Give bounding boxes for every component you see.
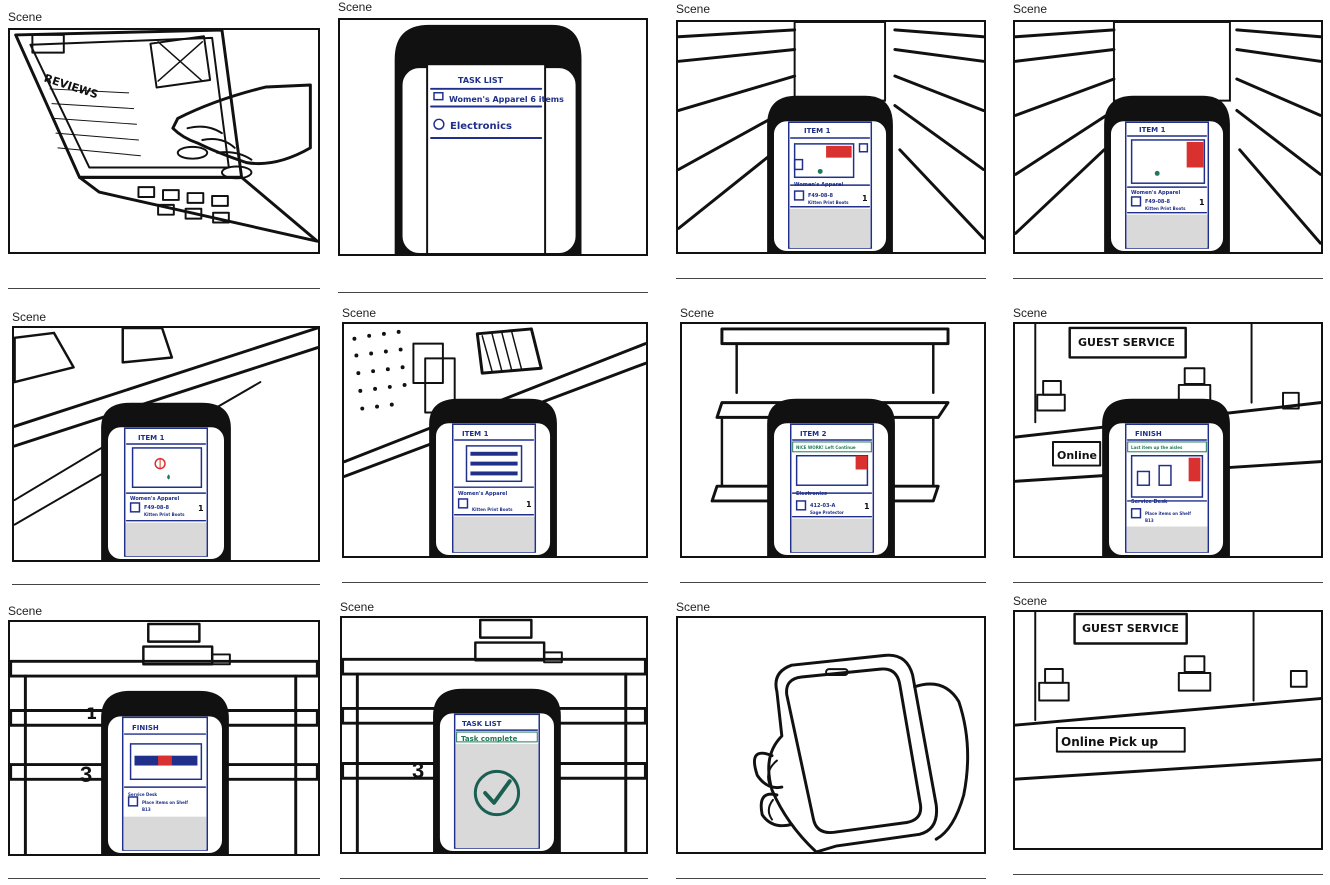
scene-label: Scene [676, 600, 711, 614]
item-title: ITEM 1 [462, 430, 489, 438]
item-description: Kitten Print Boots [808, 200, 849, 205]
finish-shelf: B13 [1145, 518, 1154, 523]
task-item-womens-apparel: Women's Apparel 6 items [449, 95, 564, 104]
caption-line [338, 292, 648, 293]
item-section: Electronics [796, 491, 827, 497]
item-quantity: 1 [1199, 198, 1205, 207]
frame-7-item-2: ITEM 2 NICE WORK! Left Continue Electron… [680, 322, 986, 558]
scene-label: Scene [8, 604, 43, 618]
task-complete-banner: Task complete [461, 735, 518, 743]
task-list-title: TASK LIST [458, 76, 504, 85]
finish-section: Service Desk [128, 792, 158, 797]
item-title: ITEM 2 [800, 430, 827, 438]
scene-label: Scene [338, 0, 373, 14]
frame-5-shelf-locate: ITEM 1 Women's Apparel F49-08-8 Kitten P… [12, 326, 320, 562]
finish-shelf: B13 [142, 807, 151, 812]
item-title: ITEM 1 [804, 127, 831, 135]
item-description: Sage Protector [810, 510, 844, 515]
aisle-number-3: 3 [80, 762, 93, 787]
finish-title: FINISH [1135, 430, 1162, 438]
frame-10-task-complete: 3 TASK LIST Task complete [340, 616, 648, 854]
item-section: Women's Apparel [458, 491, 508, 497]
finish-banner: Last item up the aisles [1131, 445, 1183, 450]
caption-line [1013, 582, 1323, 583]
item-quantity: 1 [526, 500, 532, 509]
finish-instruction: Place items on Shelf [142, 800, 188, 805]
scene-label: Scene [1013, 306, 1048, 320]
item-code: F49-08-8 [808, 193, 833, 199]
caption-line [8, 878, 320, 879]
item-quantity: 1 [198, 504, 204, 513]
item-section: Women's Apparel [794, 182, 844, 188]
scene-label: Scene [340, 600, 375, 614]
frame-2-task-list: TASK LIST Women's Apparel 6 items Electr… [338, 18, 648, 256]
caption-line [680, 582, 986, 583]
aisle-number-1: 1 [86, 704, 98, 723]
item-section: Women's Apparel [1131, 190, 1181, 196]
online-counter-sign: Online [1057, 449, 1098, 462]
item-description: Kitten Print Boots [144, 512, 185, 517]
caption-line [676, 278, 986, 279]
caption-line [12, 584, 320, 585]
aisle-number-3: 3 [412, 758, 425, 783]
caption-line [342, 582, 648, 583]
guest-service-sign: GUEST SERVICE [1082, 622, 1179, 635]
frame-12-online-pick-up: GUEST SERVICE Online Pick up [1013, 610, 1323, 850]
finish-section: Service Desk [1131, 499, 1168, 505]
caption-line [676, 878, 986, 879]
scene-label: Scene [8, 10, 43, 24]
frame-4-aisle-item-zoom: ITEM 1 Women's Apparel F49-08-8 Kitten P… [1013, 20, 1323, 254]
scene-label: Scene [1013, 2, 1048, 16]
item-title: ITEM 1 [138, 434, 165, 442]
frame-6-pegboard-item: ITEM 1 Women's Apparel Kitten Print Boot… [342, 322, 648, 558]
item-code: F49-08-8 [1145, 199, 1170, 205]
guest-service-sign: GUEST SERVICE [1078, 336, 1175, 349]
item-code: F49-08-8 [144, 505, 169, 511]
caption-line [340, 878, 648, 879]
caption-line [1013, 874, 1323, 875]
success-banner: NICE WORK! Left Continue [796, 445, 856, 450]
scene-label: Scene [680, 306, 715, 320]
task-item-electronics: Electronics [450, 121, 512, 132]
item-title: ITEM 1 [1139, 126, 1166, 134]
finish-instruction: Place items on Shelf [1145, 511, 1191, 516]
frame-11-hand-holding-phone [676, 616, 986, 854]
item-description: Kitten Print Boots [1145, 206, 1186, 211]
item-section: Women's Apparel [130, 496, 180, 502]
item-quantity: 1 [862, 194, 868, 203]
scene-label: Scene [12, 310, 47, 324]
task-list-title: TASK LIST [462, 720, 502, 728]
frame-1-laptop-reviews: REVIEWS [8, 28, 320, 254]
frame-3-aisle-item: ITEM 1 Women's Apparel F49-08-8 Kitten P… [676, 20, 986, 254]
scene-label: Scene [1013, 594, 1048, 608]
finish-title: FINISH [132, 724, 159, 732]
item-description: Kitten Print Boots [472, 507, 513, 512]
scene-label: Scene [676, 2, 711, 16]
caption-line [8, 288, 320, 289]
caption-line [1013, 278, 1323, 279]
scene-label: Scene [342, 306, 377, 320]
item-quantity: 1 [864, 502, 870, 511]
frame-8-guest-service-finish: GUEST SERVICE Online FINISH Last item up… [1013, 322, 1323, 558]
item-code: 412-03-A [810, 503, 836, 509]
frame-9-shelf-finish: 1 3 FINISH Service Desk Place items on S… [8, 620, 320, 856]
online-pickup-sign: Online Pick up [1061, 735, 1159, 749]
